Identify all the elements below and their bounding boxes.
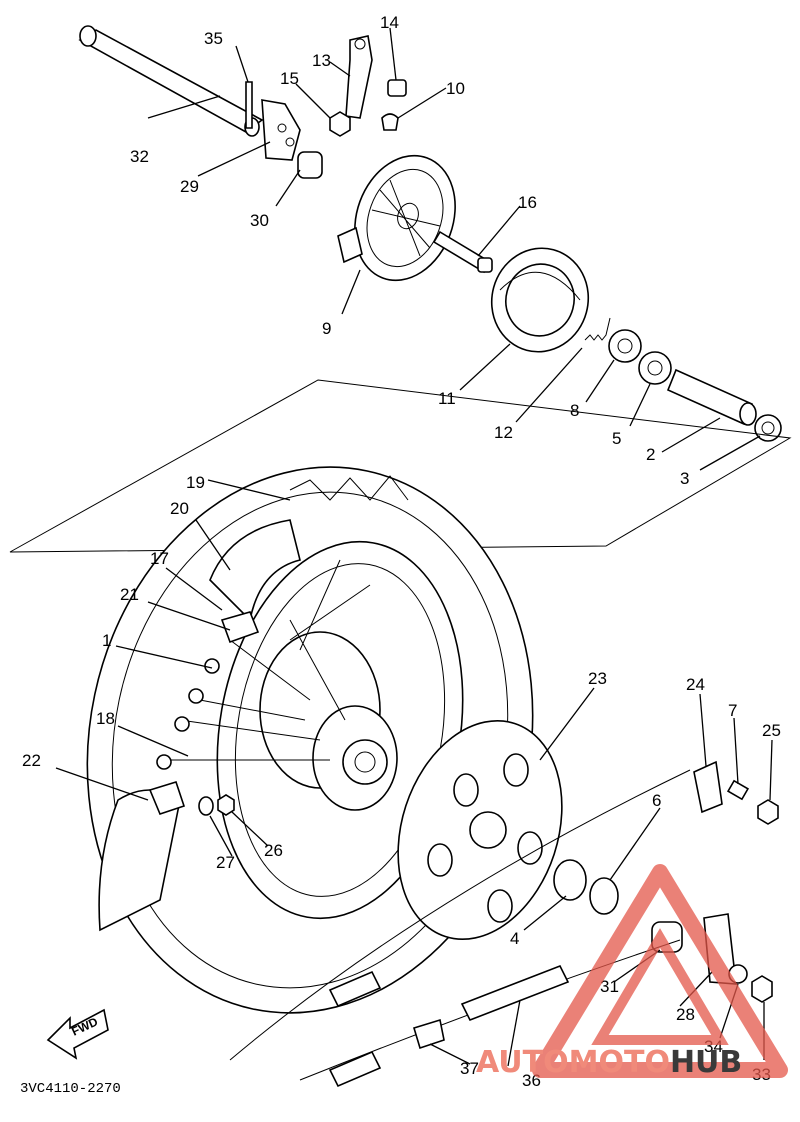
washer-27: [198, 796, 214, 816]
callout-4: 4: [510, 929, 519, 948]
callout-10: 10: [446, 79, 465, 98]
callout-2: 2: [646, 445, 655, 464]
callout-21: 21: [120, 585, 139, 604]
cotter-pin: [245, 81, 253, 129]
nut-33: [751, 975, 773, 1003]
callout-19: 19: [186, 473, 205, 492]
tension-spring: [584, 317, 611, 341]
collar: [297, 151, 323, 179]
callout-35: 35: [204, 29, 223, 48]
callout-27: 27: [216, 853, 235, 872]
watermark-text-a: AUTOMOTO: [476, 1045, 670, 1080]
callout-20: 20: [170, 499, 189, 518]
nut-25: [757, 799, 779, 825]
callout-28: 28: [676, 1005, 695, 1024]
nut-26: [217, 794, 235, 816]
callout-3: 3: [680, 469, 689, 488]
callout-18: 18: [96, 709, 115, 728]
callout-8: 8: [570, 401, 579, 420]
spoke-nipples: [156, 658, 220, 770]
tube-valve: [220, 611, 260, 644]
bolt-7: [726, 779, 750, 801]
warning-triangle-logo-icon: [532, 864, 788, 1078]
callout-23: 23: [588, 669, 607, 688]
callout-37: 37: [460, 1059, 479, 1078]
callout-12: 12: [494, 423, 513, 442]
spacer: [666, 368, 757, 426]
brake-shoe: [490, 247, 590, 353]
callout-15: 15: [280, 69, 299, 88]
bearing-8: [608, 329, 642, 363]
callout-17: 17: [150, 549, 169, 568]
callout-16: 16: [518, 193, 537, 212]
watermark-text-b: HUB: [670, 1045, 742, 1080]
callout-31: 31: [600, 977, 619, 996]
callout-13: 13: [312, 51, 331, 70]
watermark-text: AUTOMOTOHUB: [476, 1045, 742, 1080]
callout-26: 26: [264, 841, 283, 860]
chain-adjuster-plate: [261, 99, 301, 161]
spokes: [160, 559, 371, 761]
callout-11: 11: [438, 389, 456, 408]
rear-sprocket: [397, 719, 563, 941]
callout-24: 24: [686, 675, 705, 694]
brake-camshaft: [432, 230, 493, 274]
callout-30: 30: [250, 211, 269, 230]
callout-25: 25: [762, 721, 781, 740]
plate-24: [693, 760, 723, 814]
drive-chain: [229, 769, 691, 1088]
callout-14: 14: [380, 13, 399, 32]
bearing-5: [638, 351, 672, 385]
wheel-hub: [259, 631, 398, 811]
callout-9: 9: [322, 319, 331, 338]
axle: [78, 25, 264, 137]
clip: [381, 113, 399, 131]
callout-6: 6: [652, 791, 661, 810]
part-code: 3VC4110-2270: [20, 1081, 121, 1097]
bolt: [387, 79, 407, 97]
camshaft-lever: [345, 35, 373, 119]
callout-1: 1: [102, 631, 111, 650]
automotohub-watermark: AUTOMOTOHUB: [476, 864, 788, 1080]
rim-band: [209, 519, 301, 622]
callout-labels: 1 2 3 4 5 6 7 8 9 10 11 12 13 14 15 16 1…: [22, 13, 781, 1090]
forward-arrow-icon: FWD: [46, 1008, 109, 1060]
bearing-4: [553, 859, 587, 901]
brake-shoe-plate: [337, 154, 456, 282]
callout-29: 29: [180, 177, 199, 196]
inner-tube: [98, 781, 186, 932]
assembly-outline: [9, 379, 792, 553]
callout-7: 7: [728, 701, 737, 720]
callout-5: 5: [612, 429, 621, 448]
callout-32: 32: [130, 147, 149, 166]
callout-22: 22: [22, 751, 41, 770]
nut: [329, 111, 351, 137]
oil-seal-6: [589, 877, 619, 915]
chain-joint: [413, 1018, 445, 1050]
